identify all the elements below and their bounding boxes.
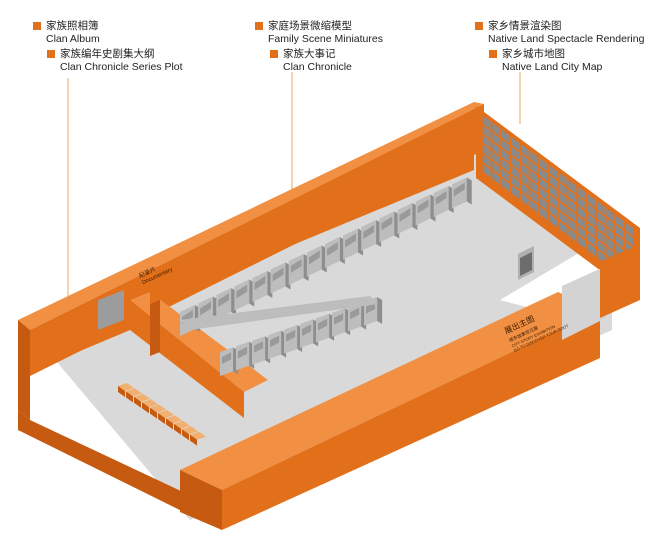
cabinet-panel <box>417 199 429 214</box>
cabinet-panel <box>334 313 344 325</box>
album-table-side <box>182 429 189 441</box>
back-wall-top <box>18 102 484 330</box>
legend-zh: 家庭场景微缩模型 <box>268 20 352 32</box>
legend-item-native-land-spectacle-rendering: 家乡情景渲染图 Native Land Spectacle Rendering <box>475 20 645 45</box>
cabinet-panel <box>254 341 264 353</box>
partition-end <box>150 288 160 356</box>
cabinet-side <box>377 297 383 325</box>
cabinet-panel <box>286 330 296 342</box>
legend-swatch <box>489 50 497 58</box>
cabinet-panel <box>363 225 375 239</box>
cabinet-panel <box>308 250 320 265</box>
entrance-right-wall <box>600 244 640 318</box>
inner-back-wall <box>150 146 474 304</box>
album-table-top <box>174 420 190 429</box>
legend-en: Native Land Spectacle Rendering <box>488 32 645 45</box>
legend-swatch <box>33 22 41 30</box>
album-table-top <box>142 399 158 408</box>
album-table-top <box>150 404 166 413</box>
left-room-grid-window <box>98 290 124 330</box>
cabinet-panel <box>318 318 328 331</box>
legend-en: Family Scene Miniatures <box>268 32 383 45</box>
legend-zh: 家族大事记 <box>283 48 336 60</box>
front-wall-top <box>180 292 600 490</box>
grid-line <box>481 132 635 248</box>
legend-zh: 家族照相簿 <box>46 20 99 32</box>
cabinet-panel <box>399 208 411 222</box>
grid-line <box>481 123 635 239</box>
legend-item-clan-album: 家族照相簿 Clan Album <box>33 20 100 45</box>
legend-swatch <box>270 50 278 58</box>
album-table-side <box>134 396 141 408</box>
album-table-side <box>174 423 181 435</box>
legend-item-family-scene-miniatures: 家庭场景微缩模型 Family Scene Miniatures <box>255 20 383 45</box>
legend-item-native-land-city-map: 家乡城市地图 Native Land City Map <box>489 48 603 73</box>
left-end-wall <box>18 320 30 420</box>
album-table-top <box>182 426 198 435</box>
cabinet-panel <box>222 352 232 364</box>
album-table-top <box>118 383 134 391</box>
front-wall-face <box>222 310 600 530</box>
legend-item-clan-chronicle-series-plot: 家族编年史剧集大纲 Clan Chronicle Series Plot <box>47 48 183 73</box>
legend-swatch <box>47 50 55 58</box>
album-table-top <box>166 415 182 424</box>
album-table-top <box>190 431 206 440</box>
cabinet-panel <box>327 242 338 256</box>
cabinet-panel <box>254 276 266 290</box>
grid-line <box>481 142 635 258</box>
cabinet-panel <box>302 324 312 336</box>
left-room-front-wall <box>18 410 200 520</box>
album-table-top <box>158 410 174 418</box>
cabinet-panel <box>350 307 360 320</box>
album-table-side <box>126 391 133 403</box>
cabinet-panel <box>435 191 447 205</box>
album-table-side <box>158 413 165 424</box>
cabinet-island-top <box>180 296 378 330</box>
legend-en: Native Land City Map <box>502 60 603 73</box>
legend-swatch <box>475 22 483 30</box>
grid-line <box>481 161 635 277</box>
album-table-side <box>118 386 125 397</box>
cabinet-panel <box>238 346 248 359</box>
cabinet-panel <box>366 302 376 314</box>
display-panel-screen <box>520 252 532 276</box>
entrance-opening <box>562 266 606 340</box>
legend-en: Clan Chronicle <box>283 60 352 73</box>
album-table-side <box>142 402 149 414</box>
cabinet-panel <box>200 301 211 316</box>
grid-line <box>481 113 635 229</box>
cabinet-panel <box>270 335 280 348</box>
album-table-top <box>126 388 142 397</box>
cabinet-panel <box>453 182 465 197</box>
album-tables <box>118 383 206 446</box>
grid-line <box>481 152 635 268</box>
cabinet-panel <box>345 233 356 248</box>
legend-zh: 家族编年史剧集大纲 <box>60 48 155 60</box>
cabinet-panel <box>272 267 284 282</box>
legend-en: Clan Chronicle Series Plot <box>60 60 183 73</box>
cabinet-side <box>466 177 472 205</box>
album-table-side <box>150 407 157 419</box>
cabinet <box>284 325 298 354</box>
legend-zh: 家乡城市地图 <box>502 48 565 60</box>
legend-en: Clan Album <box>46 32 100 45</box>
album-table-top <box>134 393 150 402</box>
legend-swatch <box>255 22 263 30</box>
cabinet-panel <box>290 259 302 273</box>
album-table-side <box>190 434 197 446</box>
album-table-side <box>166 418 173 430</box>
legend-zh: 家乡情景渲染图 <box>488 20 562 32</box>
legend-item-clan-chronicle: 家族大事记 Clan Chronicle <box>270 48 352 73</box>
cabinet-panel <box>381 216 393 231</box>
cabinet-panel <box>236 284 248 299</box>
cabinet-panel <box>218 293 230 307</box>
